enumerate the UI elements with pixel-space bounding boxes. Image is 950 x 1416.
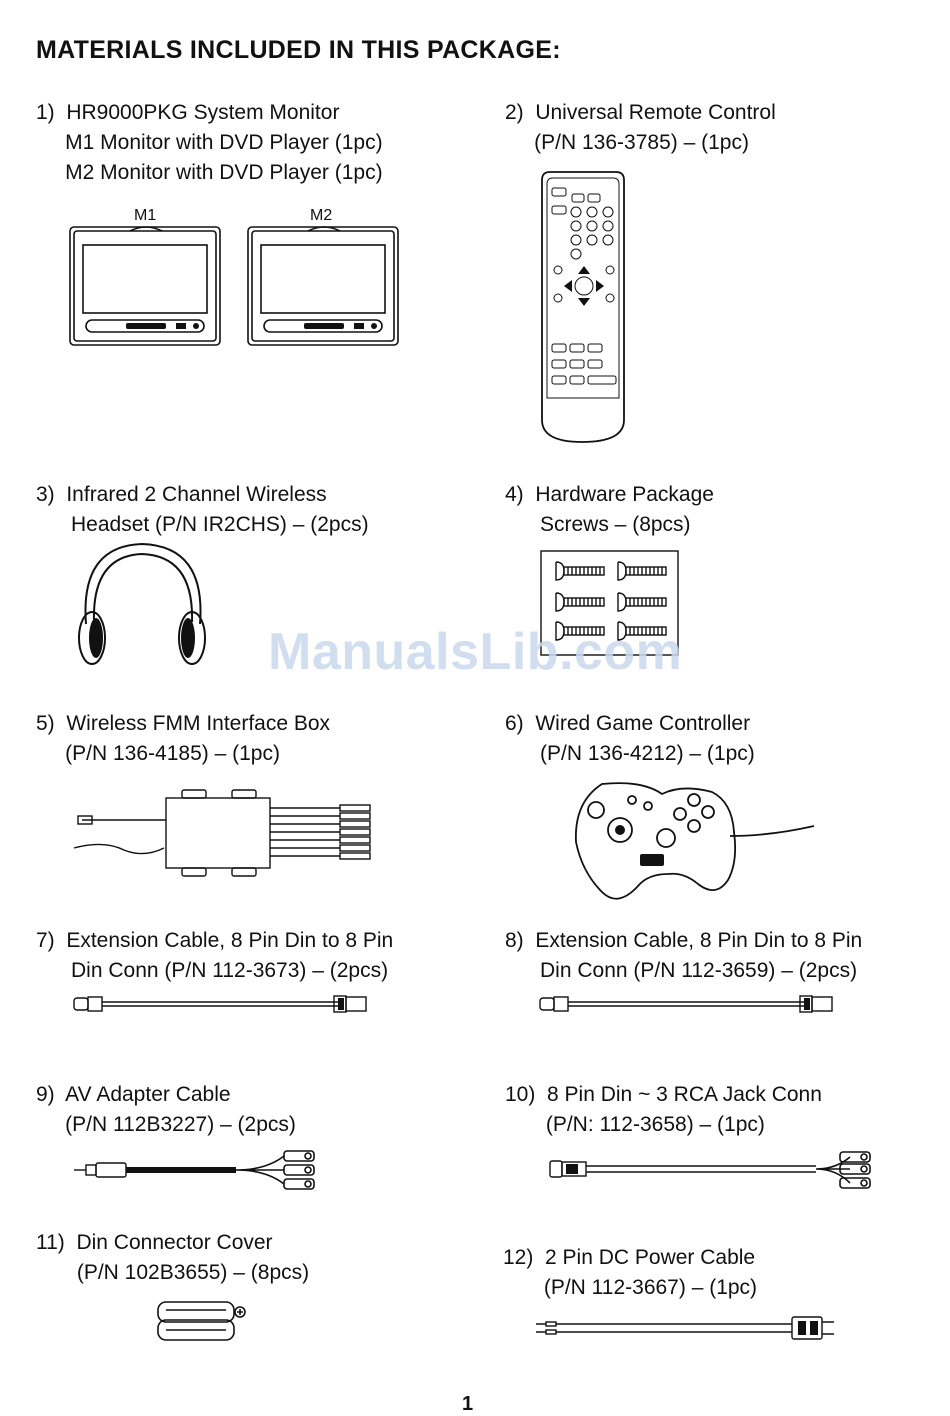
screws-illustration — [540, 550, 679, 656]
remote-control-illustration — [541, 171, 625, 443]
av-adapter-cable-illustration — [74, 1150, 315, 1190]
item-line: M1 Monitor with DVD Player (1pc) — [36, 131, 383, 154]
item-line: 9) AV Adapter Cable — [36, 1083, 231, 1106]
item-line: 12) 2 Pin DC Power Cable — [503, 1246, 756, 1269]
item-1-system-monitor: 1) HR9000PKG System Monitor M1 Monitor w… — [36, 98, 383, 188]
rca-jack-cable-illustration — [549, 1151, 871, 1189]
item-7-extension-cable: 7) Extension Cable, 8 Pin Din to 8 Pin D… — [36, 926, 393, 986]
item-8-extension-cable: 8) Extension Cable, 8 Pin Din to 8 Pin D… — [505, 926, 862, 986]
game-controller-illustration — [575, 782, 815, 900]
extension-cable-8-illustration — [539, 995, 833, 1013]
extension-cable-7-illustration — [73, 995, 367, 1013]
item-line: 8) Extension Cable, 8 Pin Din to 8 Pin — [505, 929, 863, 952]
item-2-remote-control: 2) Universal Remote Control (P/N 136-378… — [505, 98, 776, 158]
item-12-dc-power-cable: 12) 2 Pin DC Power Cable (P/N 112-3667) … — [503, 1243, 757, 1303]
item-line: (P/N 136-3785) – (1pc) — [505, 131, 749, 154]
headset-illustration — [78, 542, 206, 665]
item-line: (P/N 112-3667) – (1pc) — [503, 1276, 758, 1299]
item-line: 3) Infrared 2 Channel Wireless — [36, 483, 327, 506]
watermark: ManualsLib.com — [268, 623, 683, 681]
item-line: Din Conn (P/N 112-3673) – (2pcs) — [36, 959, 389, 982]
page-title: MATERIALS INCLUDED IN THIS PACKAGE: — [36, 36, 561, 64]
item-line: Screws – (8pcs) — [505, 513, 691, 536]
item-line: 5) Wireless FMM Interface Box — [36, 712, 331, 735]
item-line: 4) Hardware Package — [505, 483, 714, 506]
item-line: 10) 8 Pin Din ~ 3 RCA Jack Conn — [505, 1083, 822, 1106]
page-number: 1 — [462, 1393, 474, 1415]
item-line: 11) Din Connector Cover — [36, 1231, 273, 1254]
monitor-label-m2: M2 — [310, 207, 332, 224]
item-6-game-controller: 6) Wired Game Controller (P/N 136-4212) … — [505, 709, 755, 769]
item-line: M2 Monitor with DVD Player (1pc) — [36, 161, 383, 184]
item-4-hardware-package: 4) Hardware Package Screws – (8pcs) — [505, 480, 714, 540]
din-connector-cover-illustration — [157, 1301, 246, 1341]
dc-power-cable-illustration — [536, 1316, 834, 1340]
item-line: 1) HR9000PKG System Monitor — [36, 101, 340, 124]
item-line: Din Conn (P/N 112-3659) – (2pcs) — [505, 959, 858, 982]
item-11-din-connector-cover: 11) Din Connector Cover (P/N 102B3655) –… — [36, 1228, 309, 1288]
item-line: (P/N 136-4212) – (1pc) — [505, 742, 755, 765]
item-3-wireless-headset: 3) Infrared 2 Channel Wireless Headset (… — [36, 480, 369, 540]
monitor-label-m1: M1 — [134, 207, 156, 224]
item-line: (P/N: 112-3658) – (1pc) — [505, 1113, 765, 1136]
item-line: 6) Wired Game Controller — [505, 712, 751, 735]
item-9-av-adapter-cable: 9) AV Adapter Cable (P/N 112B3227) – (2p… — [36, 1080, 296, 1140]
item-line: 7) Extension Cable, 8 Pin Din to 8 Pin — [36, 929, 394, 952]
item-line: (P/N 136-4185) – (1pc) — [36, 742, 280, 765]
item-line: Headset (P/N IR2CHS) – (2pcs) — [36, 513, 369, 536]
item-line: (P/N 112B3227) – (2pcs) — [36, 1113, 296, 1136]
item-line: (P/N 102B3655) – (8pcs) — [36, 1261, 310, 1284]
item-5-interface-box: 5) Wireless FMM Interface Box (P/N 136-4… — [36, 709, 330, 769]
interface-box-illustration — [73, 789, 371, 877]
item-10-rca-jack-conn: 10) 8 Pin Din ~ 3 RCA Jack Conn (P/N: 11… — [505, 1080, 822, 1140]
monitors-illustration: M1 M2 — [69, 207, 399, 346]
item-line: 2) Universal Remote Control — [505, 101, 776, 124]
